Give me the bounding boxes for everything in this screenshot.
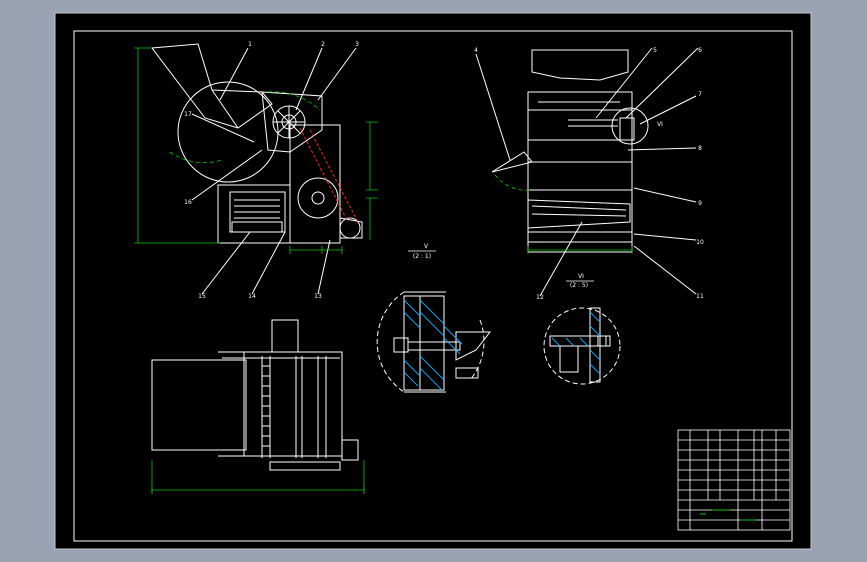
detail-vi-hatch xyxy=(551,311,601,375)
callout-9: 9 xyxy=(698,200,702,207)
callout-1: 1 xyxy=(248,41,252,48)
detail-title-underlines xyxy=(408,250,594,282)
callout-17: 17 xyxy=(184,111,192,118)
callout-3: 3 xyxy=(355,41,359,48)
detail-vi-scale: (2 : 5) xyxy=(570,282,588,289)
title-block xyxy=(677,429,791,531)
side-view-dimensions xyxy=(494,174,633,254)
drawing-border xyxy=(73,30,793,542)
callout-16: 16 xyxy=(184,199,192,206)
callout-12: 12 xyxy=(536,294,544,301)
callout-7: 7 xyxy=(698,91,702,98)
top-view xyxy=(151,319,359,471)
callout-2: 2 xyxy=(321,41,325,48)
top-view-dimensions xyxy=(151,460,365,494)
title-block-highlights xyxy=(700,509,756,521)
callout-10: 10 xyxy=(696,239,704,246)
callout-15: 15 xyxy=(198,293,206,300)
side-view xyxy=(475,47,699,297)
front-view-dimensions xyxy=(134,47,378,254)
detail-v-hatch xyxy=(403,299,463,391)
callout-11: 11 xyxy=(696,293,704,300)
callout-14: 14 xyxy=(248,293,256,300)
callout-6: 6 xyxy=(698,47,702,54)
callout-4: 4 xyxy=(474,47,478,54)
detail-vi xyxy=(543,307,621,385)
callout-13: 13 xyxy=(314,293,322,300)
detail-vi-title: VI xyxy=(578,273,584,280)
callout-8: 8 xyxy=(698,145,702,152)
callouts: 1 2 3 4 5 6 7 8 9 10 11 12 13 14 15 16 1… xyxy=(184,41,704,301)
detail-titles: V (2 : 1) VI (2 : 5) VI xyxy=(413,121,663,289)
detail-v-title: V xyxy=(424,243,429,250)
detail-vi-marker: VI xyxy=(657,121,663,128)
front-view xyxy=(151,43,363,295)
detail-v xyxy=(376,291,492,393)
detail-v-scale: (2 : 1) xyxy=(413,253,431,260)
callout-5: 5 xyxy=(653,47,657,54)
